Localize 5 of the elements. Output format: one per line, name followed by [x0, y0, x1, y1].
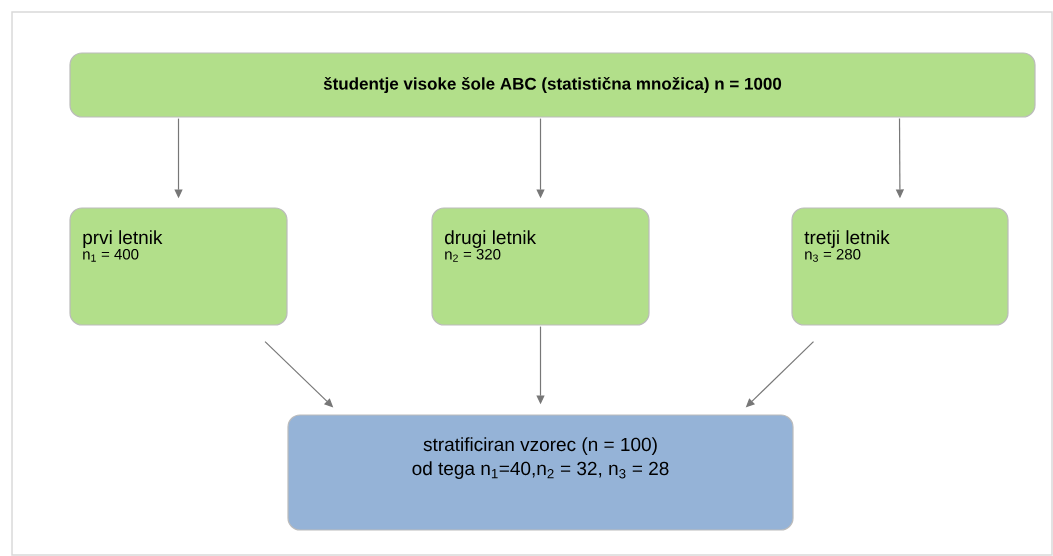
group-box: drugi letnik n$_{2}$ = 320 [431, 207, 650, 326]
group-box: tretji letnik n$_{3}$ = 280 [791, 207, 1009, 326]
group-box: prvi letnik n$_{1}$ = 400 [69, 207, 288, 326]
sample-box: stratificiran vzorec (n = 100) od tega n$_{1}$=40,n$_{2}$ = 32, n$_{3}$ = 28 [287, 414, 794, 531]
header-box: študentje visoke šole ABC (statistična množica) n = 1000 [69, 52, 1036, 118]
